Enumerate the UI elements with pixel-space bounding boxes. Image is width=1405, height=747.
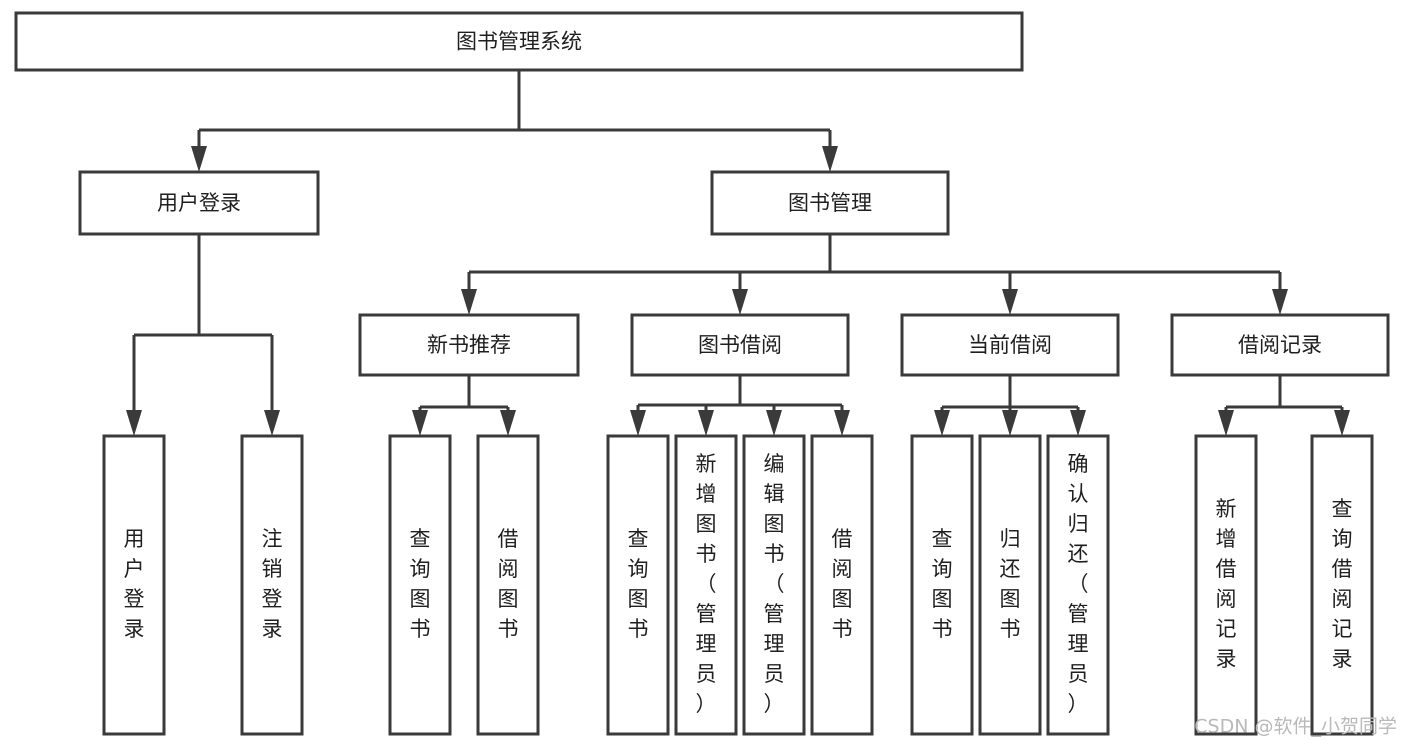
node-layer: 图书管理系统用户登录图书管理新书推荐图书借阅当前借阅借阅记录用户登录注销登录查询… (14, 11, 1390, 736)
node-box-leaf-return-book[interactable] (978, 434, 1042, 736)
node-label-borrow-record: 借阅记录 (1238, 333, 1322, 357)
arrow-head-icon (630, 410, 646, 436)
node-box-root[interactable] (14, 11, 1024, 72)
node-box-borrow-record[interactable] (1170, 313, 1390, 377)
connector-group-user-login-to-leaves (126, 234, 280, 436)
node-leaf-add-book[interactable]: 新增图书（管理员） (674, 434, 738, 736)
node-label-leaf-return-book: 归还图书 (1000, 527, 1021, 641)
node-new-book-recommend[interactable]: 新书推荐 (358, 313, 580, 377)
node-box-leaf-logout[interactable] (240, 434, 304, 736)
node-leaf-borrow-book-2[interactable]: 借阅图书 (810, 434, 874, 736)
arrow-head-icon (126, 410, 142, 436)
node-leaf-confirm-return[interactable]: 确认归还（管理员） (1046, 434, 1110, 736)
node-label-leaf-logout: 注销登录 (262, 527, 283, 641)
node-box-leaf-borrow-book-1[interactable] (476, 434, 540, 736)
node-leaf-edit-book[interactable]: 编辑图书（管理员） (742, 434, 806, 736)
node-label-leaf-query-book-2: 查询图书 (628, 527, 649, 641)
node-label-new-book-recommend: 新书推荐 (427, 333, 511, 357)
node-label-user-login: 用户登录 (157, 191, 241, 215)
node-label-leaf-add-record: 新增借阅记录 (1216, 497, 1237, 671)
csdn-watermark: CSDN @软件_小贺同学 (1194, 716, 1397, 738)
arrow-head-icon (1002, 289, 1018, 315)
arrow-head-icon (264, 410, 280, 436)
arrow-head-icon (822, 146, 838, 172)
node-borrow-record[interactable]: 借阅记录 (1170, 313, 1390, 377)
arrow-head-icon (1070, 410, 1086, 436)
connector-group-root-to-level2 (191, 70, 838, 172)
node-leaf-query-book-2[interactable]: 查询图书 (606, 434, 670, 736)
watermark-layer: CSDN @软件_小贺同学 (1194, 716, 1397, 738)
arrow-head-icon (461, 289, 477, 315)
node-box-new-book-recommend[interactable] (358, 313, 580, 377)
node-leaf-add-record[interactable]: 新增借阅记录 (1194, 434, 1258, 736)
node-label-leaf-borrow-book-1: 借阅图书 (498, 527, 519, 641)
node-label-leaf-user-login: 用户登录 (124, 527, 145, 641)
node-label-leaf-query-book-3: 查询图书 (932, 527, 953, 641)
connector-group-book-manage-to-level3 (461, 234, 1288, 315)
arrow-head-icon (1272, 289, 1288, 315)
arrow-head-icon (934, 410, 950, 436)
node-box-current-borrow[interactable] (900, 313, 1120, 377)
node-leaf-query-record[interactable]: 查询借阅记录 (1310, 434, 1374, 736)
arrow-head-icon (412, 410, 428, 436)
node-leaf-user-login[interactable]: 用户登录 (102, 434, 166, 736)
node-label-leaf-add-book: 新增图书（管理员） (696, 452, 717, 716)
connector-group-borrow-to-leaves (630, 375, 850, 436)
node-root[interactable]: 图书管理系统 (14, 11, 1024, 72)
node-box-leaf-query-book-3[interactable] (910, 434, 974, 736)
arrow-head-icon (834, 410, 850, 436)
node-box-leaf-query-record[interactable] (1310, 434, 1374, 736)
connector-layer (126, 70, 1350, 436)
connector-group-record-to-leaves (1218, 375, 1350, 436)
arrow-head-icon (732, 289, 748, 315)
node-label-leaf-query-book-1: 查询图书 (410, 527, 431, 641)
arrow-head-icon (191, 146, 207, 172)
node-leaf-query-book-1[interactable]: 查询图书 (388, 434, 452, 736)
node-user-login[interactable]: 用户登录 (78, 170, 320, 236)
node-book-manage[interactable]: 图书管理 (710, 170, 950, 236)
arrow-head-icon (500, 410, 516, 436)
connector-group-current-to-leaves (934, 375, 1086, 436)
arrow-head-icon (1334, 410, 1350, 436)
arrow-head-icon (1002, 410, 1018, 436)
node-box-leaf-user-login[interactable] (102, 434, 166, 736)
node-leaf-query-book-3[interactable]: 查询图书 (910, 434, 974, 736)
node-leaf-logout[interactable]: 注销登录 (240, 434, 304, 736)
node-box-leaf-add-book[interactable] (674, 434, 738, 736)
node-box-book-borrow[interactable] (630, 313, 850, 377)
node-book-borrow[interactable]: 图书借阅 (630, 313, 850, 377)
node-current-borrow[interactable]: 当前借阅 (900, 313, 1120, 377)
arrow-head-icon (698, 410, 714, 436)
node-box-leaf-add-record[interactable] (1194, 434, 1258, 736)
node-box-leaf-confirm-return[interactable] (1046, 434, 1110, 736)
node-box-leaf-query-book-1[interactable] (388, 434, 452, 736)
node-box-leaf-query-book-2[interactable] (606, 434, 670, 736)
node-leaf-borrow-book-1[interactable]: 借阅图书 (476, 434, 540, 736)
node-box-book-manage[interactable] (710, 170, 950, 236)
arrow-head-icon (766, 410, 782, 436)
connector-group-recommend-to-leaves (412, 375, 516, 436)
arrow-head-icon (1218, 410, 1234, 436)
node-label-book-manage: 图书管理 (788, 191, 872, 215)
node-label-current-borrow: 当前借阅 (968, 333, 1052, 357)
node-box-user-login[interactable] (78, 170, 320, 236)
node-label-leaf-query-record: 查询借阅记录 (1332, 497, 1353, 671)
node-leaf-return-book[interactable]: 归还图书 (978, 434, 1042, 736)
node-label-book-borrow: 图书借阅 (698, 333, 782, 357)
node-label-root: 图书管理系统 (456, 30, 582, 54)
node-box-leaf-borrow-book-2[interactable] (810, 434, 874, 736)
node-label-leaf-edit-book: 编辑图书（管理员） (764, 452, 785, 716)
node-box-leaf-edit-book[interactable] (742, 434, 806, 736)
node-label-leaf-borrow-book-2: 借阅图书 (832, 527, 853, 641)
node-label-leaf-confirm-return: 确认归还（管理员） (1068, 452, 1089, 716)
